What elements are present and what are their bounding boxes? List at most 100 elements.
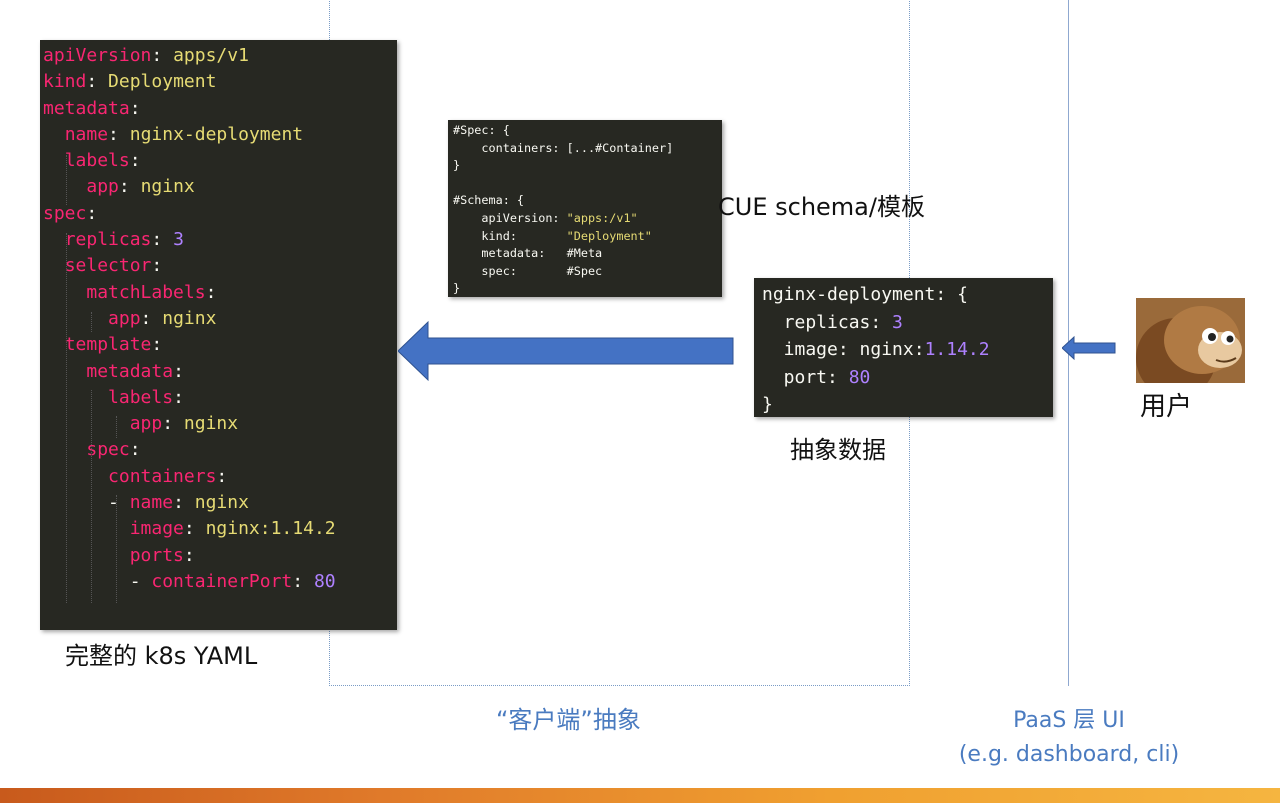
code-token (43, 466, 108, 487)
code-token: kind: (453, 228, 567, 243)
code-token (43, 439, 86, 460)
user-caption: 用户 (1140, 392, 1193, 422)
paas-label-line2: (e.g. dashboard, cli) (958, 742, 1180, 767)
code-token: nginx (183, 413, 239, 435)
yaml-caption: 完整的 k8s YAML (65, 642, 258, 670)
code-line: app: nginx (43, 174, 397, 200)
indent-guide (66, 155, 67, 205)
code-token: spec (86, 439, 130, 461)
code-token: Deployment (108, 71, 217, 93)
code-token: nginx (194, 492, 249, 514)
code-line: replicas: 3 (43, 227, 397, 253)
code-line: metadata: #Meta (453, 245, 722, 263)
code-line: - containerPort: 80 (43, 569, 397, 595)
code-line: matchLabels: (43, 280, 397, 306)
code-token (43, 229, 65, 250)
code-line: containers: (43, 464, 397, 490)
code-line: name: nginx-deployment (43, 122, 397, 148)
code-token: 80 (313, 570, 336, 592)
code-token: kind (43, 71, 87, 93)
code-token: : (140, 307, 163, 329)
code-token: : (292, 570, 314, 592)
code-token: : (216, 465, 228, 487)
code-line: } (762, 391, 1053, 417)
code-token: : (173, 386, 184, 408)
paas-layer-label: PaaS 层 UI (e.g. dashboard, cli) (938, 704, 1200, 772)
code-token: image: nginx: (762, 339, 925, 360)
code-token: containerPort (151, 570, 293, 592)
code-line: apiVersion: apps/v1 (43, 43, 397, 69)
code-token: : (173, 492, 195, 514)
code-line: metadata: (43, 359, 397, 385)
code-line: template: (43, 332, 397, 358)
code-token: labels (108, 386, 174, 408)
abstract-data-code-block: nginx-deployment: { replicas: 3 image: n… (754, 278, 1053, 417)
code-token (43, 308, 108, 329)
code-line: replicas: 3 (762, 309, 1053, 337)
code-token: : (129, 439, 141, 461)
code-line: kind: "Deployment" (453, 228, 722, 246)
code-token: port: (762, 366, 849, 388)
code-line (453, 175, 722, 193)
indent-guide (66, 233, 67, 603)
indent-guide (116, 495, 117, 603)
code-line: #Schema: { (453, 192, 722, 210)
code-token: : (108, 123, 130, 145)
code-token (43, 124, 65, 145)
code-line: - name: nginx (43, 490, 397, 516)
code-token: nginx-deployment (129, 123, 304, 145)
code-token: app (129, 413, 163, 435)
code-token: spec (43, 202, 87, 224)
cue-caption: CUE schema/模板 (718, 193, 925, 221)
code-line: } (453, 280, 722, 297)
code-token: } (453, 281, 461, 296)
code-token: : (129, 150, 141, 172)
code-token: spec: #Spec (453, 263, 603, 278)
code-token: : (151, 255, 163, 277)
code-token: matchLabels (86, 281, 206, 303)
abstract-data-caption: 抽象数据 (790, 436, 886, 464)
code-token: : (86, 71, 109, 93)
code-token: "apps:/v1" (566, 210, 638, 225)
code-token: : (162, 413, 184, 435)
code-token: 80 (848, 366, 871, 388)
code-token: : (151, 334, 163, 356)
code-line: image: nginx:1.14.2 (43, 516, 397, 542)
code-token: : (151, 45, 174, 66)
code-line: spec: #Spec (453, 263, 722, 281)
code-line: } (453, 157, 722, 175)
code-token (43, 282, 86, 303)
code-token: 3 (892, 311, 903, 333)
code-line: containers: [...#Container] (453, 140, 722, 158)
code-token: template (64, 334, 152, 356)
code-token: : (173, 360, 184, 382)
code-line: nginx-deployment: { (762, 281, 1053, 309)
code-token: 3 (173, 229, 184, 251)
paas-label-line1: PaaS 层 UI (1013, 708, 1125, 733)
code-token: containers: [...#Container] (453, 140, 674, 155)
code-token: nginx-deployment: { (762, 284, 968, 305)
arrow-left-icon (1062, 335, 1116, 361)
code-token: app (108, 307, 141, 329)
code-token: nginx:1.14.2 (205, 518, 336, 540)
indent-guide (91, 390, 92, 603)
code-token: replicas (64, 229, 152, 251)
code-line: metadata: (43, 96, 397, 122)
code-token: apps/v1 (173, 45, 249, 66)
code-token (43, 387, 108, 408)
code-line: port: 80 (762, 364, 1053, 392)
code-line: image: nginx:1.14.2 (762, 336, 1053, 364)
code-token: #Schema: { (453, 193, 525, 208)
code-line: labels: (43, 148, 397, 174)
code-token: nginx (162, 307, 217, 329)
code-token: } (762, 394, 773, 415)
code-line: selector: (43, 253, 397, 279)
code-line: labels: (43, 385, 397, 411)
code-line: app: nginx (43, 411, 397, 437)
code-token: metadata (43, 97, 130, 119)
code-token (43, 255, 65, 276)
arrow-left-icon (398, 320, 734, 382)
code-token: : (86, 202, 98, 224)
code-line: ports: (43, 543, 397, 569)
